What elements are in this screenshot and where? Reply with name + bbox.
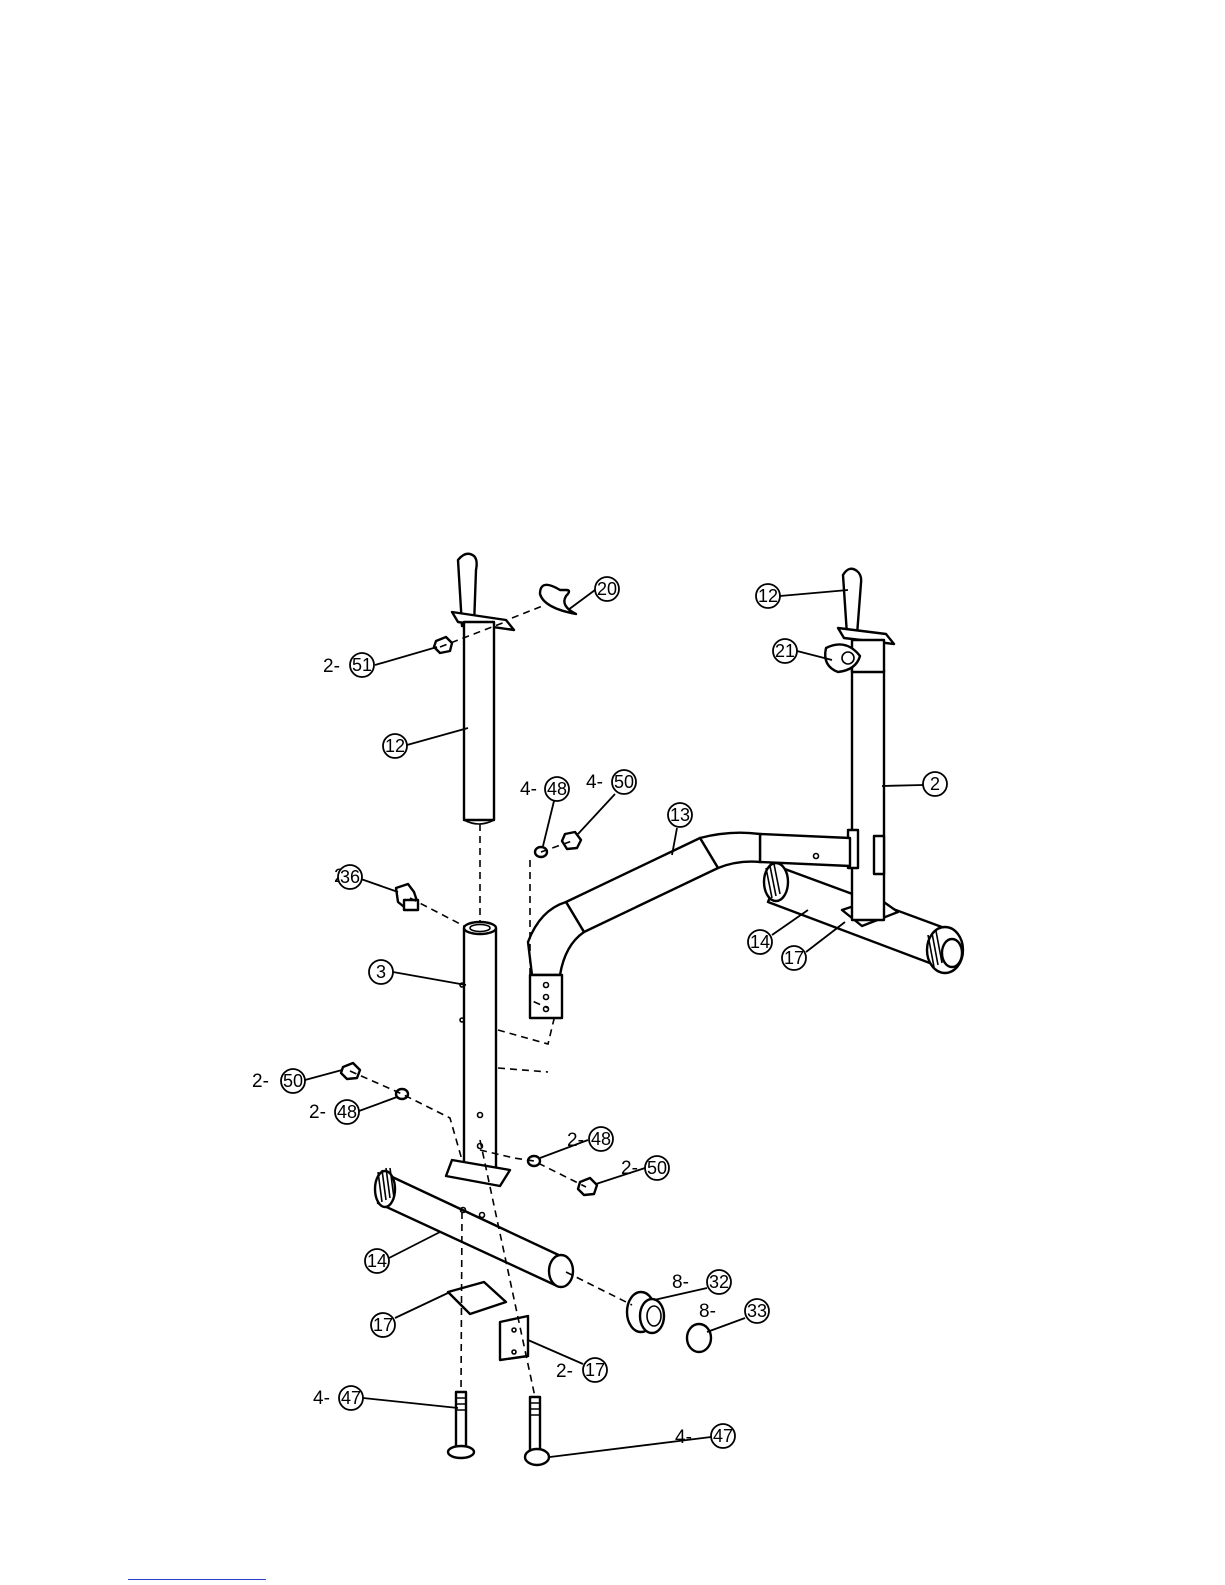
svg-text:2-: 2- [621,1158,638,1179]
main-upright-tube-3 [460,922,496,1168]
right-upright-assembly [764,569,963,973]
callout-14-front: 14 [365,1232,440,1273]
svg-text:48: 48 [337,1102,357,1122]
svg-text:12: 12 [385,736,405,756]
callout-8-32: 8- 32 [654,1270,731,1300]
svg-text:4-: 4- [675,1427,692,1448]
cross-bar-13 [528,833,850,1018]
svg-text:2: 2 [930,774,940,794]
svg-text:33: 33 [747,1301,767,1321]
callout-4-50: 4- 50 [578,770,636,834]
callout-12-left: 12 [383,728,468,758]
svg-text:2-: 2- [567,1130,584,1151]
svg-text:17: 17 [373,1315,393,1335]
svg-text:47: 47 [713,1426,733,1446]
svg-text:21: 21 [775,641,795,661]
callout-8-33: 8- 33 [699,1299,769,1332]
svg-text:12: 12 [758,586,778,606]
callout-17-lower: 17 [371,1292,450,1337]
svg-text:32: 32 [709,1272,729,1292]
nut-4-50 [562,832,581,849]
washer-2-48-left [396,1089,408,1099]
spring-clip-20 [540,585,576,614]
callout-2-48-right: 2- 48 [540,1127,613,1158]
svg-text:2-: 2- [252,1071,269,1092]
nut-2-50-right [578,1178,597,1195]
svg-text:48: 48 [591,1129,611,1149]
callout-21: 21 [773,639,832,663]
callout-12-right: 12 [756,584,848,608]
svg-text:8-: 8- [672,1272,689,1293]
svg-text:4-: 4- [520,779,537,800]
callout-4-48: 4- 48 [520,777,569,846]
callout-2-36: 2- 36 [334,865,398,892]
svg-text:3: 3 [376,962,386,982]
callout-2-51: 2- 51 [323,647,437,677]
callout-2-48-left: 2- 48 [309,1097,397,1124]
svg-text:17: 17 [585,1360,605,1380]
svg-text:51: 51 [352,655,372,675]
bolt-4-47-left [448,1392,474,1458]
svg-text:50: 50 [283,1071,303,1091]
svg-text:2-: 2- [556,1361,573,1382]
clip-2-17 [500,1316,528,1360]
footer-rule [128,1579,266,1580]
callout-2-50-left: 2- 50 [252,1069,342,1093]
callout-2-50-right: 2- 50 [596,1156,669,1184]
callout-3: 3 [369,960,466,985]
lower-bracket-17 [448,1282,506,1314]
svg-text:2-: 2- [309,1102,326,1123]
svg-text:20: 20 [597,579,617,599]
knob-2-36 [396,884,418,910]
front-base-tube [375,1168,573,1287]
svg-text:13: 13 [670,805,690,825]
svg-text:14: 14 [367,1251,387,1271]
svg-text:14: 14 [750,932,770,952]
left-j-hook [452,554,514,824]
svg-text:36: 36 [340,867,360,887]
callout-4-47-left: 4- 47 [313,1386,458,1410]
svg-text:47: 47 [341,1388,361,1408]
svg-text:2-: 2- [323,656,340,677]
svg-text:50: 50 [614,772,634,792]
callout-20: 20 [568,577,619,610]
bolt-4-47-right [525,1397,549,1465]
disc-8-33 [687,1324,711,1352]
svg-text:48: 48 [547,779,567,799]
upright-base-bracket [446,1160,510,1186]
svg-text:4-: 4- [313,1388,330,1409]
callout-2: 2 [882,772,947,796]
svg-text:50: 50 [647,1158,667,1178]
right-upright-tube [848,665,884,920]
svg-text:8-: 8- [699,1301,716,1322]
callout-4-47-right: 4- 47 [550,1424,735,1457]
svg-text:4-: 4- [586,772,603,793]
callout-17-right: 17 [782,922,845,970]
svg-text:17: 17 [784,948,804,968]
callout-2-17: 2- 17 [528,1340,607,1382]
